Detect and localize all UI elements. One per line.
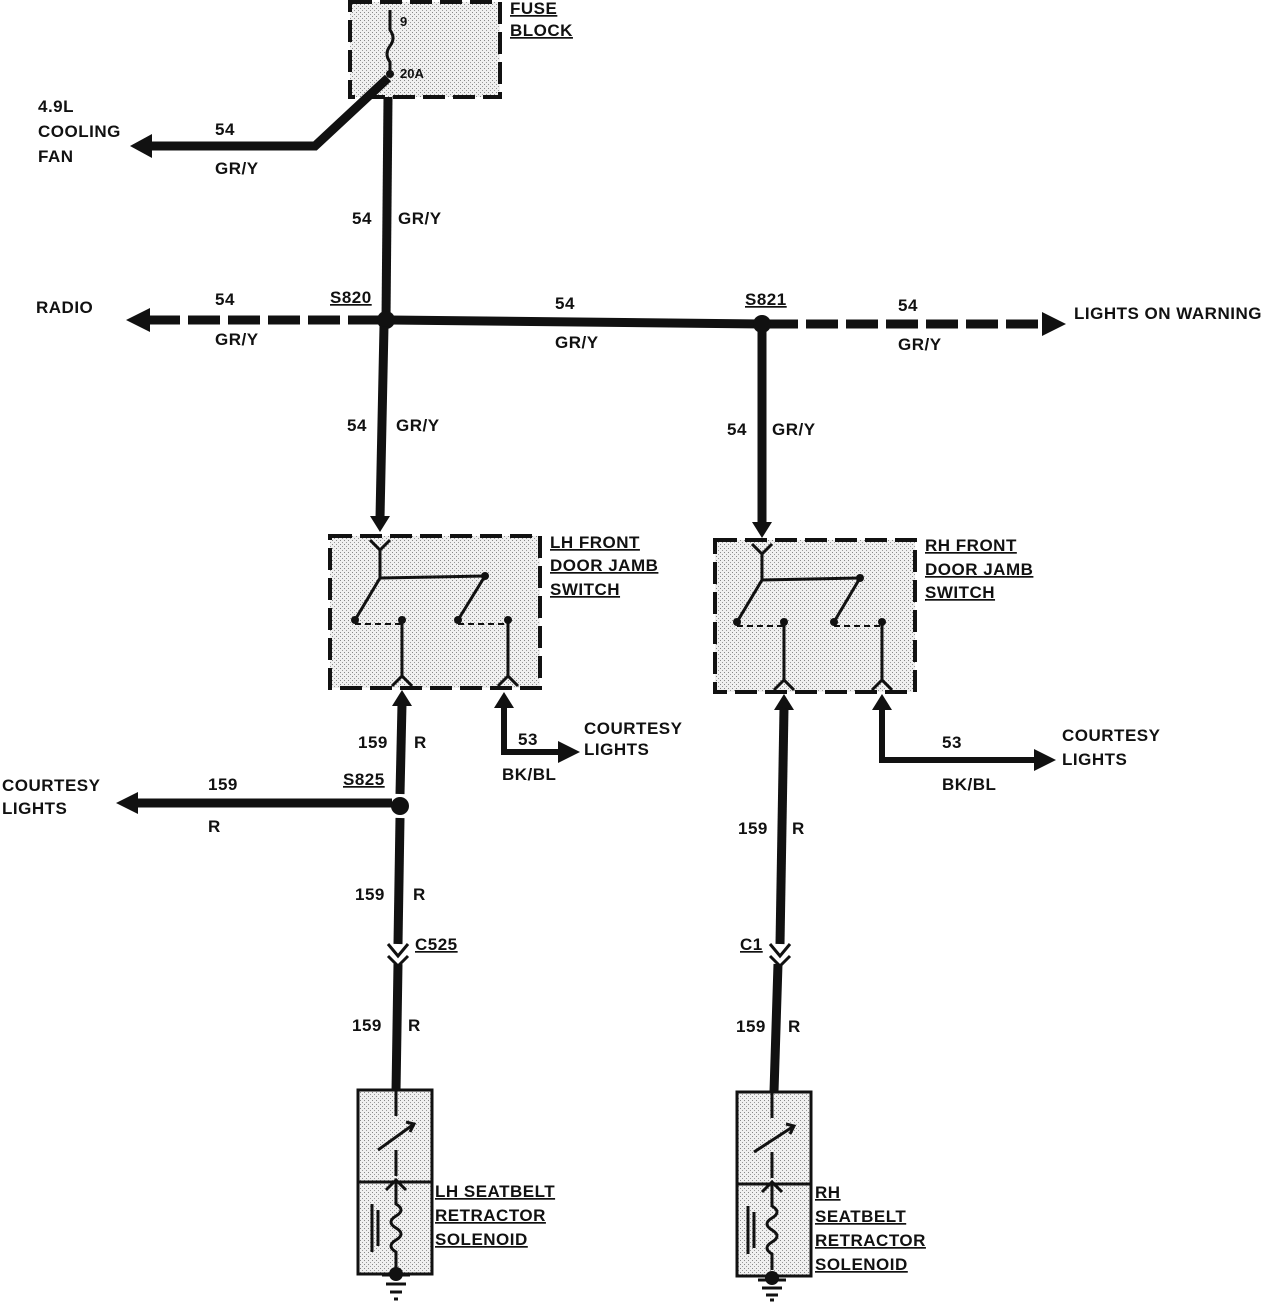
cooling-fan-label-3: FAN: [38, 147, 74, 166]
splice-s825-label: S825: [343, 770, 385, 789]
rh-courtesy-label-1: COURTESY: [1062, 726, 1161, 745]
bus-wire: [126, 308, 1066, 336]
lh-mid-circuit: 159: [355, 885, 385, 904]
splice-s825-dot: [391, 797, 409, 815]
rh-solenoid-label-1: RH: [815, 1183, 841, 1202]
lh-courtesy-label-2: LIGHTS: [584, 740, 649, 759]
courtesy-left-wire: [116, 792, 392, 814]
lh-solenoid-label-3: SOLENOID: [435, 1230, 528, 1249]
lights-on-warning-label: LIGHTS ON WARNING: [1074, 304, 1262, 323]
rh-upper-color: R: [792, 819, 805, 838]
splice-s820-label: S820: [330, 288, 372, 307]
fuse-rating: 20A: [400, 66, 424, 81]
radio-circuit: 54: [215, 290, 235, 309]
courtesy-left-label-1: COURTESY: [2, 776, 101, 795]
feed-color: GR/Y: [398, 209, 442, 228]
rh-drop-color: GR/Y: [772, 420, 816, 439]
courtesy-left-color: R: [208, 817, 221, 836]
rh-solenoid-label-2: SEATBELT: [815, 1207, 906, 1226]
lh-solenoid-label-2: RETRACTOR: [435, 1206, 546, 1225]
cooling-fan-label-1: 4.9L: [38, 97, 74, 116]
lights-on-color: GR/Y: [898, 335, 942, 354]
lh-door-jamb-switch: [328, 534, 542, 690]
rh-courtesy-color: BK/BL: [942, 775, 996, 794]
lh-mid-color: R: [413, 885, 426, 904]
lh-lower-wire: [386, 690, 412, 1093]
lh-seatbelt-solenoid: [356, 1088, 434, 1301]
lh-courtesy-output-wire: [494, 692, 580, 763]
radio-color: GR/Y: [215, 330, 259, 349]
rh-lower-wire: [768, 694, 794, 1093]
bus-middle-circuit: 54: [555, 294, 575, 313]
rh-switch-label-3: SWITCH: [925, 583, 995, 602]
rh-low-color: R: [788, 1017, 801, 1036]
splice-s821-dot: [753, 315, 771, 333]
lh-switch-label-3: SWITCH: [550, 580, 620, 599]
connector-c525-label: C525: [415, 935, 458, 954]
radio-label: RADIO: [36, 298, 93, 317]
lh-courtesy-color: BK/BL: [502, 765, 556, 784]
lh-low-circuit: 159: [352, 1016, 382, 1035]
rh-upper-circuit: 159: [738, 819, 768, 838]
rh-door-jamb-switch: [713, 538, 917, 694]
fuse-block-label-2: BLOCK: [510, 21, 573, 40]
fuse-block: 9 20A: [348, 0, 502, 99]
rh-solenoid-label-4: SOLENOID: [815, 1255, 908, 1274]
rh-seatbelt-solenoid: [735, 1090, 813, 1302]
splice-s820-dot: [377, 311, 395, 329]
connector-c1-label: C1: [740, 935, 763, 954]
lh-courtesy-label-1: COURTESY: [584, 719, 683, 738]
rh-drop-circuit: 54: [727, 420, 747, 439]
rh-solenoid-label-3: RETRACTOR: [815, 1231, 926, 1250]
rh-switch-label-1: RH FRONT: [925, 536, 1017, 555]
bus-middle-color: GR/Y: [555, 333, 599, 352]
cooling-fan-label-2: COOLING: [38, 122, 121, 141]
fuse-block-label-1: FUSE: [510, 0, 557, 18]
lh-switch-label-1: LH FRONT: [550, 533, 640, 552]
lh-courtesy-circuit: 53: [518, 730, 538, 749]
feed-circuit: 54: [352, 209, 372, 228]
fuse-number: 9: [400, 14, 407, 29]
rh-courtesy-output-wire: [872, 694, 1056, 771]
main-feed-wire: [381, 96, 393, 321]
rh-switch-label-2: DOOR JAMB: [925, 560, 1033, 579]
lh-upper-color: R: [414, 733, 427, 752]
cooling-fan-wire: [130, 74, 392, 158]
lights-on-circuit: 54: [898, 296, 918, 315]
rh-courtesy-label-2: LIGHTS: [1062, 750, 1127, 769]
rh-courtesy-circuit: 53: [942, 733, 962, 752]
lh-switch-label-2: DOOR JAMB: [550, 556, 658, 575]
lh-upper-circuit: 159: [358, 733, 388, 752]
lh-drop-circuit: 54: [347, 416, 367, 435]
lh-solenoid-label-1: LH SEATBELT: [435, 1182, 555, 1201]
lh-low-color: R: [408, 1016, 421, 1035]
courtesy-left-label-2: LIGHTS: [2, 799, 67, 818]
cooling-fan-color: GR/Y: [215, 159, 259, 178]
splice-s821-label: S821: [745, 290, 787, 309]
cooling-fan-circuit: 54: [215, 120, 235, 139]
courtesy-left-circuit: 159: [208, 775, 238, 794]
rh-low-circuit: 159: [736, 1017, 766, 1036]
rh-drop-wire: [752, 330, 772, 538]
lh-drop-wire: [370, 325, 390, 532]
lh-drop-color: GR/Y: [396, 416, 440, 435]
